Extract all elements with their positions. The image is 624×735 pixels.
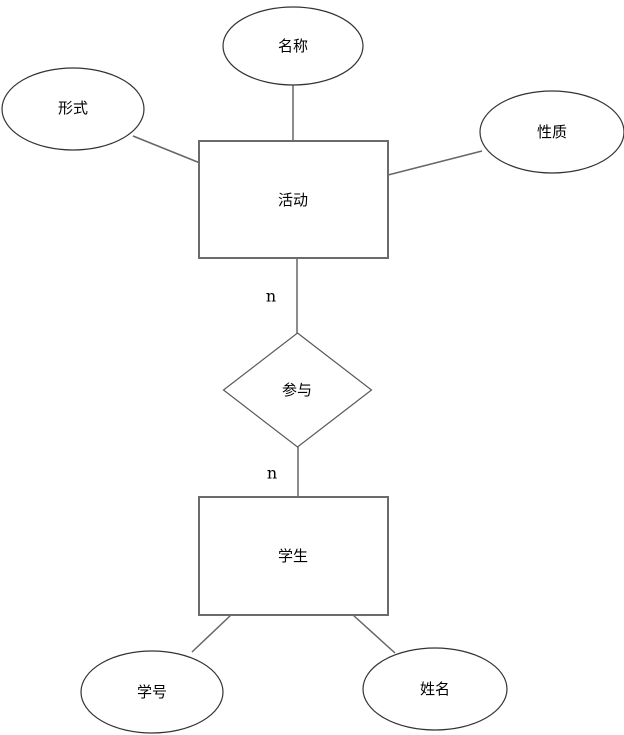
diagram-labels: 名称 形式 性质 活动 n 参与 n 学生 学号 姓名 [58, 37, 567, 701]
attribute-label-student-id: 学号 [137, 683, 167, 701]
entity-label-student: 学生 [278, 547, 308, 565]
connector-student-to-studentid [191, 614, 232, 653]
attribute-ellipse-form [1, 67, 145, 151]
attribute-ellipse-nature [479, 90, 624, 174]
connector-nature-to-activity [387, 150, 483, 176]
cardinality-label-activity-side: n [266, 287, 276, 306]
attribute-ellipse-name [222, 6, 364, 86]
attribute-ellipse-student-name [362, 647, 508, 731]
entity-shapes [198, 140, 389, 616]
attribute-shapes [1, 6, 624, 734]
entity-rect-student [198, 496, 389, 616]
attribute-label-student-name: 姓名 [420, 680, 450, 698]
attribute-label-name: 名称 [278, 37, 308, 55]
attribute-ellipse-student-id [80, 650, 224, 734]
connector-lines [132, 85, 483, 654]
connector-form-to-activity [132, 135, 201, 164]
connector-student-to-studentname [352, 614, 396, 654]
entity-rect-activity [198, 140, 389, 259]
cardinality-label-student-side: n [267, 464, 277, 483]
relationship-diamond-participate [222, 332, 373, 448]
attribute-label-nature: 性质 [537, 123, 567, 141]
relationship-label-participate: 参与 [282, 381, 312, 399]
attribute-label-form: 形式 [58, 99, 88, 117]
entity-label-activity: 活动 [278, 191, 308, 209]
